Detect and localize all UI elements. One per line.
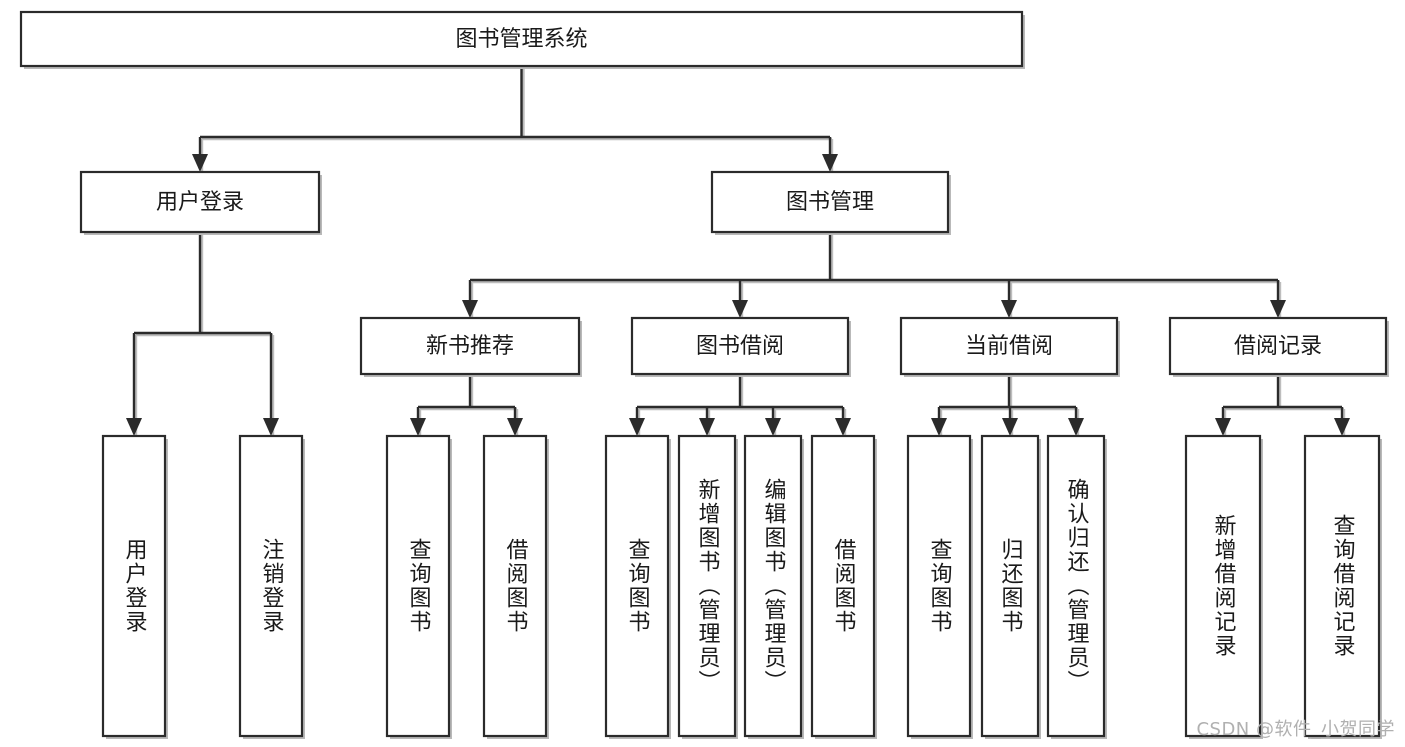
node-box-leaf-cb-confirm[interactable] xyxy=(1046,434,1106,738)
node-box-leaf-bb-edit[interactable] xyxy=(743,434,803,738)
node-box-leaf-cb-query[interactable] xyxy=(906,434,972,738)
arrow-head xyxy=(822,154,838,172)
arrow-head xyxy=(507,418,523,436)
csdn-watermark: CSDN @软件_小贺同学 xyxy=(1196,719,1395,740)
arrow-head xyxy=(410,418,426,436)
node-box-leaf-cb-return[interactable] xyxy=(980,434,1040,738)
node-box-leaf-rec-borrow[interactable] xyxy=(482,434,548,738)
node-box-leaf-bb-query[interactable] xyxy=(604,434,670,738)
node-label-new-book-rec: 新书推荐 xyxy=(426,334,514,359)
arrow-head xyxy=(1002,418,1018,436)
node-box-user-login[interactable] xyxy=(79,170,321,234)
arrow-head xyxy=(1215,418,1231,436)
arrow-head xyxy=(192,154,208,172)
node-label-current-borrow: 当前借阅 xyxy=(965,334,1053,359)
node-box-root[interactable] xyxy=(19,10,1024,68)
arrow-head xyxy=(931,418,947,436)
arrow-head xyxy=(765,418,781,436)
node-label-book-manage: 图书管理 xyxy=(786,190,874,215)
arrow-head xyxy=(1334,418,1350,436)
arrow-head xyxy=(1270,300,1286,318)
node-box-book-manage[interactable] xyxy=(710,170,950,234)
arrow-head xyxy=(629,418,645,436)
node-box-book-borrow[interactable] xyxy=(630,316,850,376)
arrow-head xyxy=(462,300,478,318)
node-box-leaf-bb-borrow[interactable] xyxy=(810,434,876,738)
arrow-head xyxy=(1001,300,1017,318)
node-box-leaf-user-login[interactable] xyxy=(101,434,167,738)
node-box-current-borrow[interactable] xyxy=(899,316,1119,376)
arrow-head xyxy=(699,418,715,436)
node-label-user-login: 用户登录 xyxy=(156,190,244,215)
node-box-leaf-br-add[interactable] xyxy=(1184,434,1262,738)
node-label-root: 图书管理系统 xyxy=(455,27,587,52)
arrow-head xyxy=(732,300,748,318)
node-label-book-borrow: 图书借阅 xyxy=(696,334,784,359)
arrow-head xyxy=(263,418,279,436)
node-box-leaf-bb-add[interactable] xyxy=(677,434,737,738)
node-label-borrow-record: 借阅记录 xyxy=(1234,334,1322,359)
node-box-leaf-br-query[interactable] xyxy=(1303,434,1381,738)
node-box-leaf-user-logout[interactable] xyxy=(238,434,304,738)
arrow-head xyxy=(835,418,851,436)
node-box-borrow-record[interactable] xyxy=(1168,316,1388,376)
arrow-head xyxy=(126,418,142,436)
node-box-leaf-rec-query[interactable] xyxy=(385,434,451,738)
arrow-head xyxy=(1068,418,1084,436)
node-box-new-book-rec[interactable] xyxy=(359,316,581,376)
